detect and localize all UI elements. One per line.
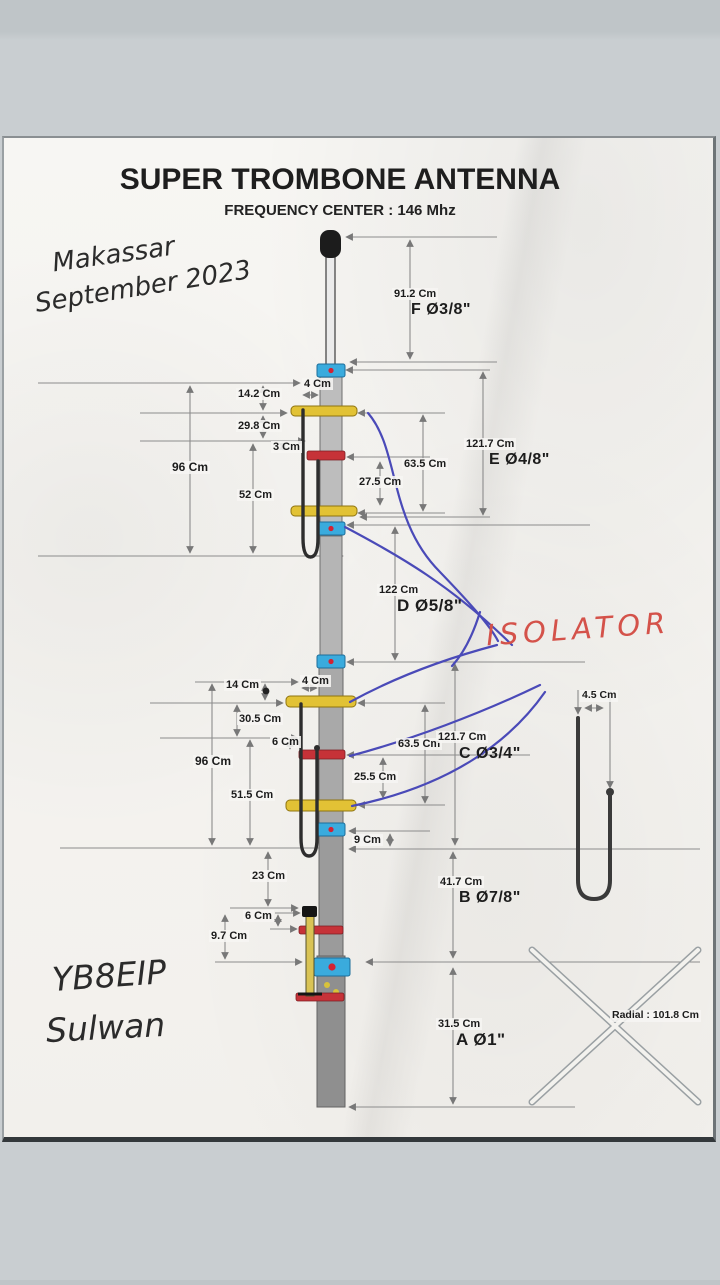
dim-s2-clamp-offset: 6 Cm — [270, 736, 301, 749]
dim-s1-inner: 63.5 Cm — [402, 458, 449, 471]
trombone-loops — [299, 408, 320, 858]
dim-s1-loop-total: 96 Cm — [170, 460, 211, 475]
spreader-bar — [290, 505, 358, 517]
dim-s1-wire-gap: 4 Cm — [302, 378, 333, 391]
dim-b-upper: 23 Cm — [250, 870, 288, 883]
dim-detail-gap: 4.5 Cm — [580, 689, 619, 702]
dim-s2-top-offset: 14 Cm — [224, 679, 262, 692]
dim-stub-length: 9.7 Cm — [209, 930, 250, 943]
label-b-diameter: B Ø7/8" — [459, 889, 521, 906]
dim-s2-upper: 30.5 Cm — [237, 713, 284, 726]
radials-x — [528, 946, 702, 1106]
dim-s2-wire-gap: 4 Cm — [300, 675, 331, 688]
matching-stub — [298, 906, 322, 997]
dim-c-length: 121.7 Cm — [436, 731, 489, 744]
label-f-diameter: F Ø3/8" — [411, 301, 471, 318]
dim-s1-clamp-offset: 3 Cm — [271, 441, 302, 454]
spreader-bar — [290, 405, 358, 417]
trombone-loop-upper — [301, 408, 320, 559]
red-clamp — [306, 450, 346, 461]
spreader-bar — [285, 799, 357, 812]
label-radial-length: Radial : 101.8 Cm — [610, 1009, 701, 1022]
dim-s2-inner: 63.5 Cm — [396, 738, 443, 751]
trombone-loop-lower — [299, 702, 319, 858]
dim-s2-loop-total: 96 Cm — [193, 754, 234, 769]
dim-stub-top: 6 Cm — [243, 910, 274, 923]
label-e-diameter: E Ø4/8" — [489, 451, 550, 468]
mast-segment-f — [325, 251, 336, 373]
dim-a-length: 31.5 Cm — [436, 1018, 483, 1031]
dim-b-gap: 9 Cm — [352, 834, 383, 847]
dim-s2-lower: 51.5 Cm — [229, 789, 276, 802]
scanned-paper — [2, 136, 716, 1142]
label-a-diameter: A Ø1" — [456, 1030, 506, 1049]
loop-detail-drawing — [576, 716, 614, 902]
label-c-diameter: C Ø3/4" — [459, 745, 521, 762]
page-subtitle: FREQUENCY CENTER : 146 Mhz — [224, 202, 456, 219]
mast-segment-b — [318, 835, 344, 961]
handwritten-callsign: YB8EIP — [50, 952, 168, 999]
screw — [324, 982, 330, 988]
isolator-clamps — [313, 363, 351, 977]
dim-s2-inner-lower: 25.5 Cm — [352, 771, 399, 784]
dim-s1-top-offset: 14.2 Cm — [236, 388, 283, 401]
red-clamp — [298, 749, 346, 760]
bolt-icon — [262, 687, 270, 695]
dim-s1-lower: 52 Cm — [237, 489, 275, 502]
pen-annotation-lines — [343, 411, 547, 808]
page-title: SUPER TROMBONE ANTENNA — [119, 163, 561, 196]
mast-segment-a — [316, 955, 346, 1108]
handwritten-name: Sulwan — [45, 1004, 167, 1051]
label-d-diameter: D Ø5/8" — [397, 596, 463, 615]
dim-b-length: 41.7 Cm — [438, 876, 485, 889]
dim-s1-upper: 29.8 Cm — [236, 420, 283, 433]
dim-f-length: 91.2 Cm — [392, 288, 439, 301]
tip-cap — [320, 230, 341, 258]
dim-e-length: 121.7 Cm — [464, 438, 517, 451]
spreader-bars — [285, 405, 358, 812]
dim-d-length: 122 Cm — [377, 584, 421, 597]
mast-segment-d — [319, 535, 343, 659]
spreader-bar — [285, 695, 357, 708]
dim-s1-inner-lower: 27.5 Cm — [357, 476, 404, 489]
